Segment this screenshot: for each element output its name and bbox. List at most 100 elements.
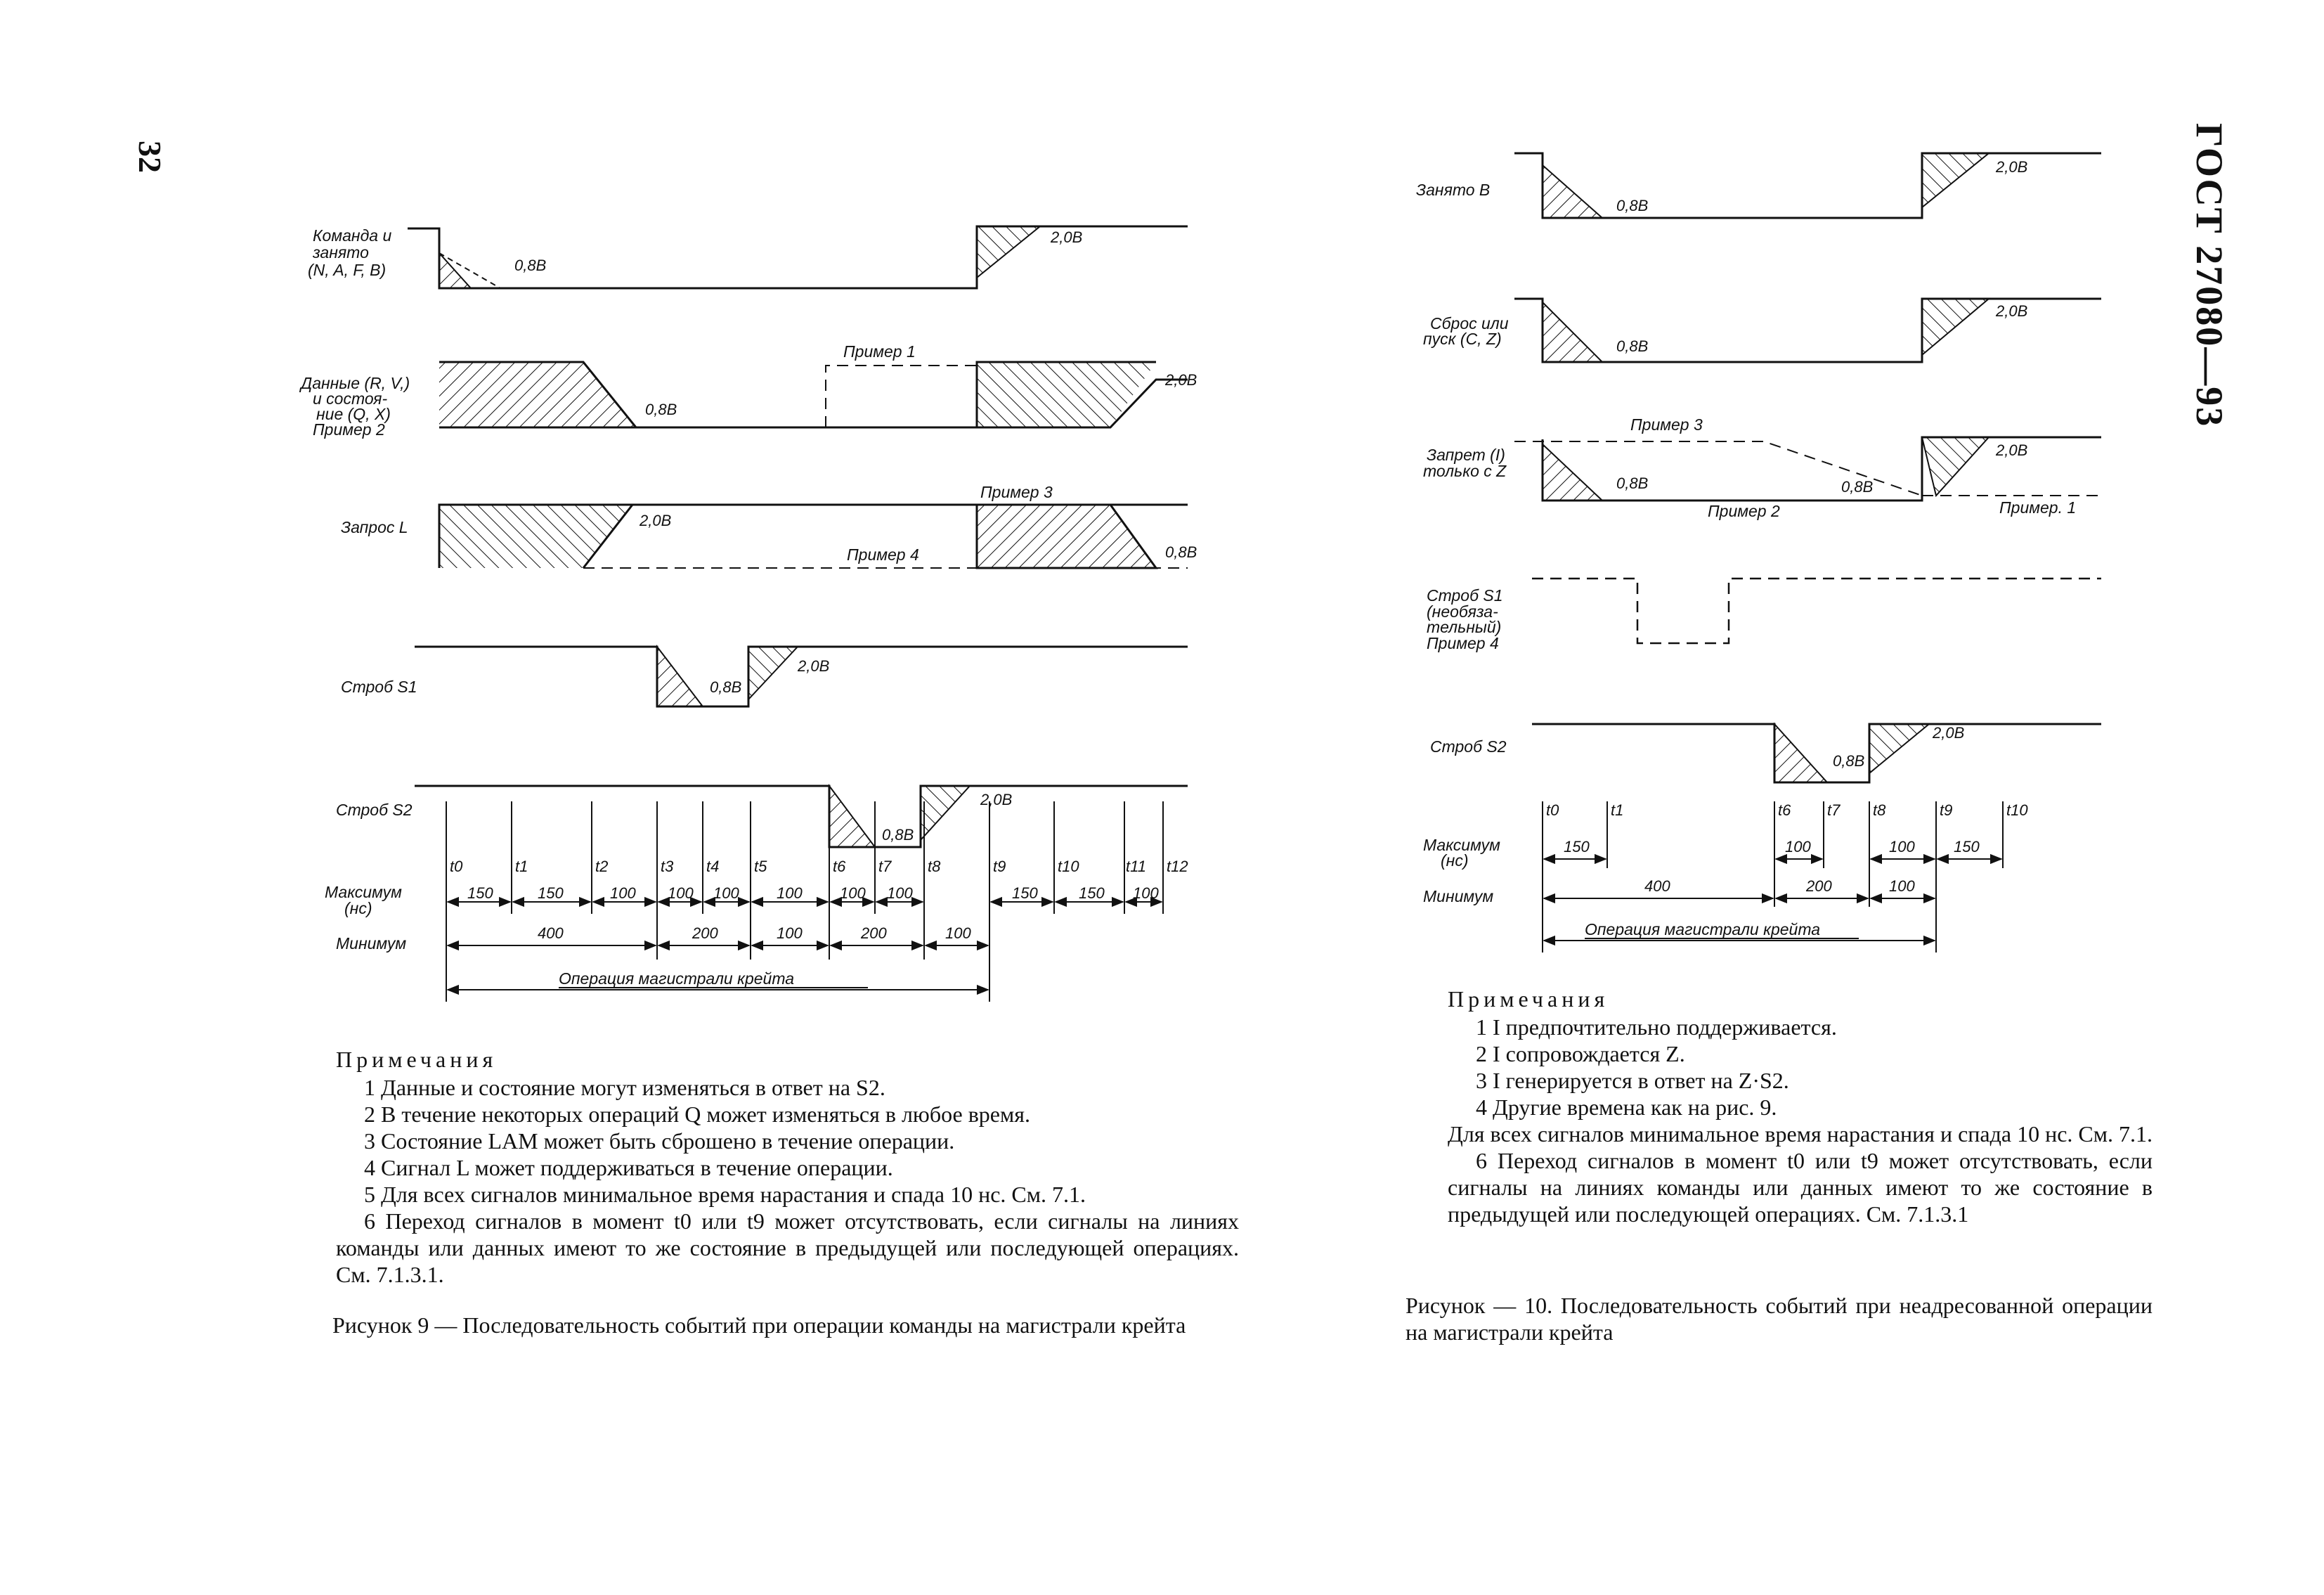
operation-label: Операция магистрали крейта [559,969,794,988]
label-reset-line2: пуск (C, Z) [1423,330,1502,348]
level-low-data: 0,8В [645,401,677,418]
note-right-1: 1 I предпочтительно поддерживается. [1476,1014,1837,1040]
notes-left-title: Примечания [336,1047,498,1072]
label-data-line4: Пример 2 [313,420,385,439]
label-inhibit-line1: Запрет (I) [1427,446,1505,464]
level-high-inhibit: 2,0В [1995,441,2027,459]
note-left-4: 4 Сигнал L может поддерживаться в течени… [364,1155,893,1180]
max-dur-10: 150 [1079,884,1105,902]
level-low-inhibit-dashed: 0,8В [1841,478,1873,496]
time-t9: t9 [1940,801,1952,819]
time-t3: t3 [661,858,674,875]
max-dur-9: 150 [1012,884,1038,902]
time-t8: t8 [928,858,941,875]
label-s1-line4: Пример 4 [1427,634,1499,652]
max-dur-3: 100 [1889,838,1915,855]
figure-10-caption: Рисунок — 10. Последовательность событий… [1406,1293,2153,1345]
label-data-line2: и состоя- [313,389,387,408]
max-dur-5: 100 [713,884,739,902]
duration-arrows [1543,853,2003,946]
time-t12: t12 [1167,858,1188,875]
note-right-4: 4 Другие времена как на рис. 9. [1476,1094,1777,1120]
label-command-line1: Команда и [313,226,391,245]
annotation-note2: Пример 2 [1708,502,1780,520]
label-data-line1: Данные (R, V,) [299,374,410,392]
waveform-strobe-s1 [415,645,1188,708]
level-high-data: 2,0В [1164,371,1197,389]
time-t5: t5 [754,858,767,875]
label-reset-line1: Сброс или [1430,314,1509,332]
label-strobe-s2: Строб S2 [1430,737,1507,756]
time-t9: t9 [993,858,1006,875]
time-markers [1542,801,2004,953]
label-data-line3: ние (Q, X) [316,405,391,423]
level-low-command: 0,8В [514,257,546,274]
figure-10-timing-diagram: Занято B Сброс или пуск (C, Z) Запрет (I… [1416,152,2101,953]
max-dur-1: 150 [467,884,493,902]
level-high-s2: 2,0В [980,791,1012,808]
min-dur-3: 100 [1889,877,1915,895]
min-dur-1: 400 [538,924,564,942]
label-strobe-s2: Строб S2 [336,801,413,819]
max-dur-2: 100 [1785,838,1811,855]
waveform-data [439,361,1188,429]
waveform-reset [1514,297,2101,363]
max-dur-1: 150 [1564,838,1590,855]
level-low-s2: 0,8В [1833,752,1864,770]
note-left-3: 3 Состояние LAM может быть сброшено в те… [364,1128,955,1154]
time-t0: t0 [1546,801,1559,819]
time-t1: t1 [515,858,528,875]
waveform-command [408,225,1188,290]
annotation-note1: Пример 1 [843,342,916,361]
level-high-s2: 2,0В [1932,724,1964,742]
min-dur-4: 200 [860,924,887,942]
note-right-3: 3 I генерируется в ответ на Z·S2. [1476,1068,1789,1093]
min-dur-1: 400 [1644,877,1670,895]
level-high-command: 2,0В [1050,228,1082,246]
min-dur-2: 200 [1805,877,1832,895]
label-request: Запрос L [341,518,408,536]
time-t2: t2 [595,858,608,875]
operation-label: Операция магистрали крейта [1585,920,1820,938]
label-command-line2: занято [312,243,369,261]
time-t6: t6 [833,858,846,875]
waveform-strobe-s2 [415,783,1188,848]
label-s1-line1: Строб S1 [1427,586,1503,605]
note-left-5: 5 Для всех сигналов минимальное время на… [364,1182,1086,1207]
min-dur-2: 200 [692,924,718,942]
waveform-busy [1514,152,2101,219]
waveform-inhibit [1514,436,2101,502]
time-t10: t10 [2006,801,2028,819]
level-low-s1: 0,8В [710,678,741,696]
label-maximum-line2: (нс) [344,899,372,917]
level-low-reset: 0,8В [1616,337,1648,355]
note-left-1: 1 Данные и состояние могут изменяться в … [364,1075,885,1100]
notes-left: Примечания 1 Данные и состояние могут из… [336,1046,1239,1288]
label-minimum: Минимум [1423,887,1493,905]
level-low-request: 0,8В [1165,543,1197,561]
time-t1: t1 [1611,801,1623,819]
notes-right-title: Примечания [1448,986,1609,1012]
level-low-busy: 0,8В [1616,197,1648,214]
note-left-6: 6 Переход сигналов в момент t0 или t9 мо… [336,1208,1239,1287]
time-t10: t10 [1058,858,1079,875]
label-maximum-line1: Максимум [325,883,402,901]
time-t0: t0 [450,858,463,875]
max-dur-7: 100 [840,884,866,902]
time-markers [446,801,1164,1002]
max-dur-11: 100 [1133,884,1159,902]
max-dur-4: 100 [668,884,694,902]
notes-right: Примечания 1 I предпочтительно поддержив… [1448,986,2153,1227]
label-s1-line3: тельный) [1427,618,1501,636]
min-dur-5: 100 [945,924,971,942]
note-right-6: 6 Переход сигналов в момент t0 или t9 мо… [1448,1148,2153,1227]
label-busy: Занято B [1416,181,1490,199]
max-dur-3: 100 [610,884,636,902]
annotation-note1: Пример. 1 [1999,498,2076,517]
time-t6: t6 [1778,801,1791,819]
label-inhibit-line2: только с Z [1423,462,1507,480]
level-high-busy: 2,0В [1995,158,2027,176]
label-s1-line2: (необяза- [1427,602,1498,621]
level-low-s2: 0,8В [882,826,914,844]
